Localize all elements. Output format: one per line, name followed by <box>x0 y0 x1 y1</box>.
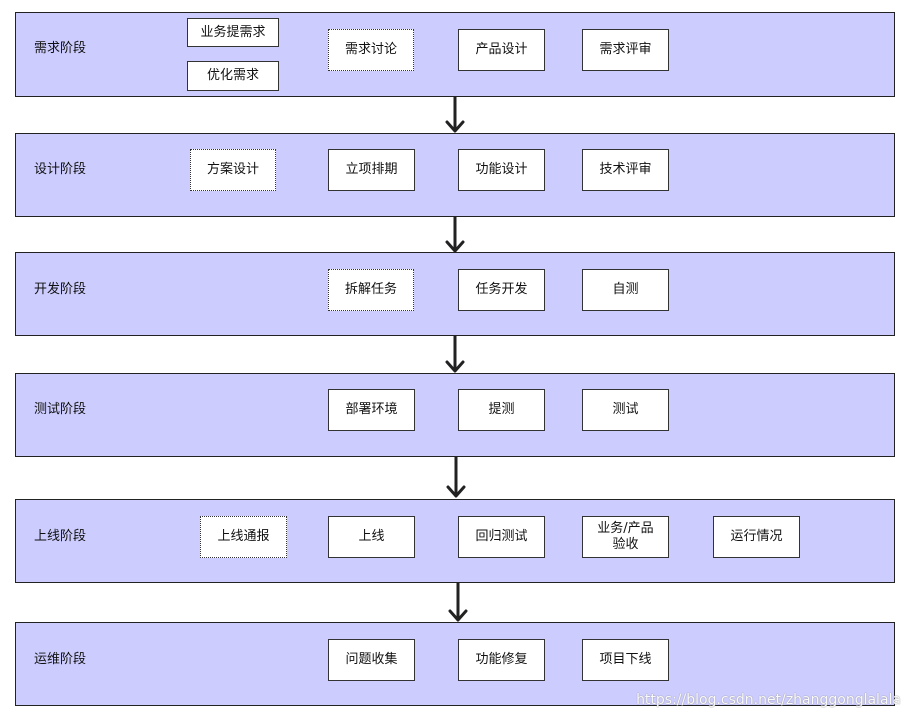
node-self-test: 自测 <box>582 269 669 311</box>
stage-arrow-design-to-development <box>445 217 465 253</box>
stage-arrow-requirements-to-design <box>445 97 465 133</box>
node-issue-collection: 问题收集 <box>328 639 415 681</box>
stage-band-development <box>15 252 895 336</box>
stage-band-testing <box>15 373 895 457</box>
node-regression-test: 回归测试 <box>458 516 545 558</box>
stage-label-release: 上线阶段 <box>34 529 87 544</box>
node-bug-fix: 功能修复 <box>458 639 545 681</box>
node-release-notice: 上线通报 <box>200 516 287 558</box>
node-go-live: 上线 <box>328 516 415 558</box>
stage-label-testing: 测试阶段 <box>34 402 87 417</box>
watermark-text: https://blog.csdn.net/zhanggonglalala <box>636 692 901 708</box>
node-solution-design: 方案设计 <box>190 149 276 191</box>
node-runtime-status: 运行情况 <box>713 516 800 558</box>
stage-band-design <box>15 133 895 217</box>
node-business-product-acceptance: 业务/产品验收 <box>582 516 669 558</box>
stage-band-requirements <box>15 12 895 97</box>
node-deploy-environment: 部署环境 <box>328 389 415 431</box>
stage-arrow-release-to-operations <box>448 583 468 622</box>
node-business-request: 业务提需求 <box>187 18 279 47</box>
node-task-development: 任务开发 <box>458 269 545 311</box>
stage-label-development: 开发阶段 <box>34 282 87 297</box>
stage-label-design: 设计阶段 <box>34 162 87 177</box>
node-submit-test: 提测 <box>458 389 545 431</box>
stage-arrow-testing-to-release <box>446 457 466 498</box>
node-project-decommission: 项目下线 <box>582 639 669 681</box>
node-requirement-review: 需求评审 <box>582 29 669 71</box>
node-testing: 测试 <box>582 389 669 431</box>
node-feature-design: 功能设计 <box>458 149 545 191</box>
node-task-breakdown: 拆解任务 <box>328 269 414 311</box>
node-product-design: 产品设计 <box>458 29 545 71</box>
stage-label-requirements: 需求阶段 <box>34 41 87 56</box>
node-optimize-request: 优化需求 <box>187 61 279 91</box>
stage-arrow-development-to-testing <box>445 336 465 373</box>
stage-band-operations <box>15 622 895 706</box>
node-project-scheduling: 立项排期 <box>328 149 415 191</box>
node-tech-review: 技术评审 <box>582 149 669 191</box>
node-requirement-discussion: 需求讨论 <box>328 29 414 71</box>
stage-label-operations: 运维阶段 <box>34 652 87 667</box>
